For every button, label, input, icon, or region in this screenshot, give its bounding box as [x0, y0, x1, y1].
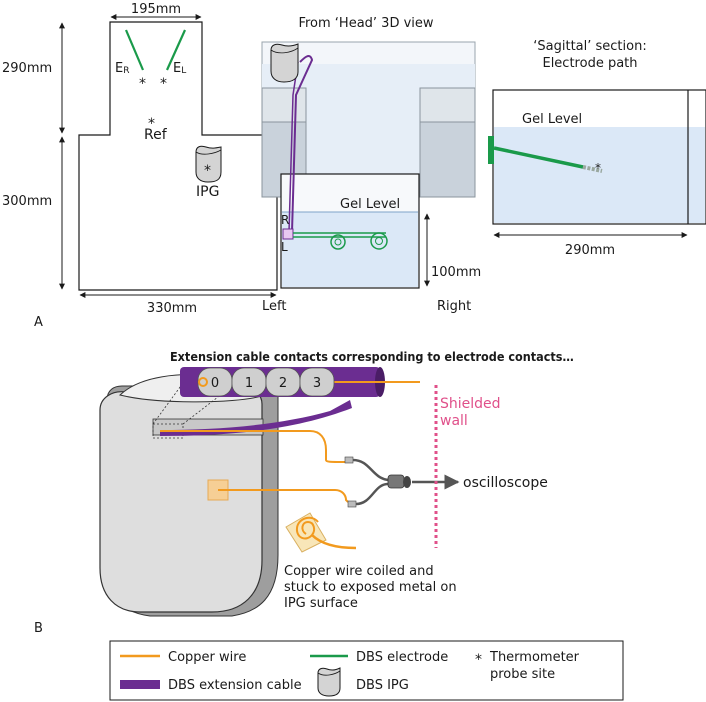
sagittal-electrode-base — [488, 136, 494, 164]
head-view-title: From ‘Head’ 3D view — [298, 16, 433, 31]
lower-height-label: 300mm — [2, 194, 52, 209]
clip-lower — [347, 500, 357, 508]
sagittal-title-2: Electrode path — [542, 56, 637, 71]
bnc-connector — [387, 474, 405, 489]
orange-wire-end — [198, 377, 208, 387]
clip-upper — [344, 456, 354, 464]
legend-thermometer-1: Thermometer — [489, 650, 580, 665]
sagittal-electrode — [493, 146, 584, 169]
upper-height-label: 290mm — [2, 61, 52, 76]
probe-star-ref: * — [148, 116, 155, 132]
oscilloscope-label: oscilloscope — [463, 475, 548, 491]
note-line-2: stuck to exposed metal on — [284, 580, 457, 595]
ipg-icon — [195, 145, 222, 183]
front-tank-gel — [282, 212, 418, 287]
contact-band-1: 1 — [231, 367, 267, 397]
shield-label-2: wall — [440, 413, 468, 429]
bottom-width-label: 330mm — [147, 301, 197, 316]
electrode-right-label: ER — [115, 61, 129, 76]
sagittal-gel-level: Gel Level — [522, 112, 582, 127]
legend: Copper wire DBS electrode * Thermometer … — [109, 640, 624, 701]
ipg-label: IPG — [196, 184, 219, 200]
legend-box — [109, 640, 624, 701]
legend-copper-wire: Copper wire — [168, 650, 246, 665]
head-view-ipg-icon — [270, 43, 299, 83]
panel-b-label: B — [34, 621, 43, 636]
phantom-outline — [78, 21, 278, 291]
sagittal-title-1: ‘Sagittal’ section: — [533, 39, 646, 54]
probe-star-left: * — [160, 76, 167, 92]
large-ipg-body — [99, 371, 279, 617]
legend-extension-swatch — [120, 680, 160, 689]
head-gel-level: Gel Level — [340, 197, 400, 212]
legend-ipg-icon — [317, 667, 341, 697]
depth-label: 100mm — [431, 265, 481, 280]
right-shoulder-top — [419, 87, 476, 123]
extension-cable-strip — [160, 400, 352, 436]
sagittal-gel — [494, 127, 705, 223]
top-width-label: 195mm — [131, 2, 181, 17]
contact-band-3: 3 — [299, 367, 335, 397]
left-shoulder-top — [261, 87, 307, 123]
ref-label: Ref — [144, 127, 168, 143]
svg-text:1: 1 — [245, 376, 253, 391]
sagittal-electrode-tip — [582, 165, 603, 173]
sagittal-width-label: 290mm — [565, 243, 615, 258]
note-line-3: IPG surface — [284, 596, 358, 611]
electrode-right-line — [124, 29, 145, 71]
note-line-1: Copper wire coiled and — [284, 564, 434, 579]
head-r-label: R — [281, 213, 289, 227]
head-l-label: L — [281, 240, 288, 254]
legend-thermometer-2: probe site — [490, 667, 555, 682]
legend-dbs-ipg: DBS IPG — [356, 678, 409, 693]
legend-extension-cable: DBS extension cable — [168, 678, 302, 693]
contact-band-0: 0 — [197, 367, 233, 397]
probe-cable — [352, 458, 389, 506]
legend-dbs-electrode: DBS electrode — [356, 650, 448, 665]
electrode-left-label: EL — [173, 61, 186, 76]
head-3d-view: From ‘Head’ 3D view Gel Level R L — [261, 16, 481, 314]
legend-star: * — [475, 652, 482, 668]
panel-a-label: A — [34, 315, 43, 330]
svg-text:3: 3 — [313, 376, 321, 391]
copper-wire-lower — [218, 489, 349, 503]
extension-heading: Extension cable contacts corresponding t… — [170, 349, 574, 364]
head-extension-cable — [291, 55, 314, 233]
svg-text:2: 2 — [279, 376, 287, 391]
sagittal-probe-star: * — [595, 161, 601, 175]
coil-right — [370, 232, 388, 250]
probe-star-ipg: * — [204, 163, 211, 179]
coil-left — [330, 234, 346, 250]
left-side-label: Left — [262, 299, 286, 314]
copper-wire-upper — [160, 430, 346, 463]
panel-b: Extension cable contacts corresponding t… — [99, 349, 574, 617]
svg-text:0: 0 — [211, 376, 219, 391]
phantom-diagram: * * ER EL * Ref * IPG 195mm 290mm 300mm … — [2, 2, 278, 316]
probe-star-right: * — [139, 76, 146, 92]
right-side-label: Right — [437, 299, 471, 314]
sagittal-section: ‘Sagittal’ section: Electrode path Gel L… — [488, 39, 706, 258]
shield-label-1: Shielded — [440, 396, 501, 412]
connector-box — [282, 228, 294, 240]
contact-band-2: 2 — [265, 367, 301, 397]
copper-coil-patch — [285, 512, 357, 553]
electrode-left-line — [165, 29, 187, 71]
